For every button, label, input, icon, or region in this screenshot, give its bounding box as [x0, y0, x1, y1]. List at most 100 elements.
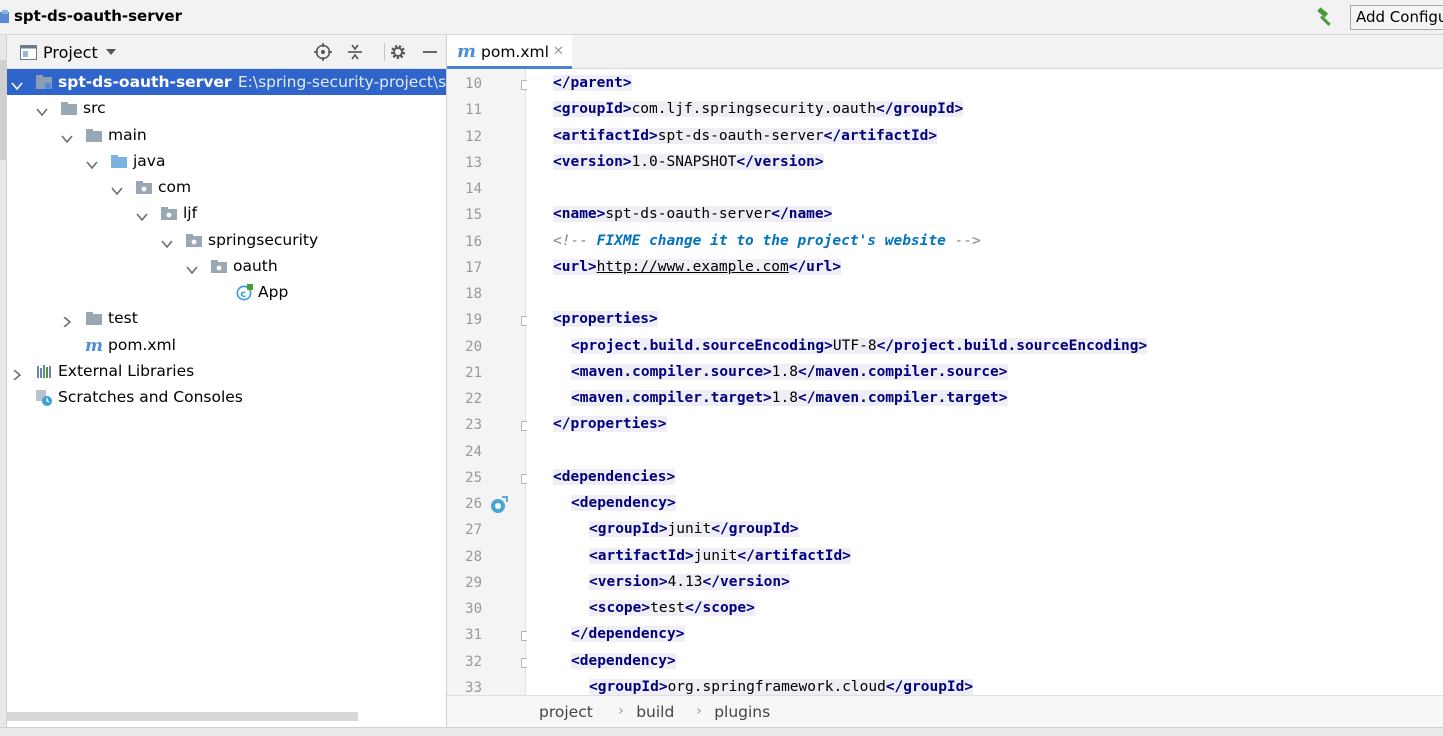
code-line: <maven.compiler.target>1.8</maven.compil…	[571, 390, 1008, 406]
code-line: <dependency>	[571, 652, 676, 669]
line-number: 12	[465, 128, 482, 145]
package-icon	[135, 179, 153, 195]
tab-pom-xml[interactable]: m pom.xml ✕	[447, 35, 572, 69]
chevron-down-icon[interactable]	[86, 156, 98, 169]
line-number: 25	[465, 469, 482, 486]
line-number: 32	[465, 653, 482, 670]
left-tool-strip	[0, 35, 7, 736]
chevron-down-icon[interactable]	[186, 261, 198, 274]
minimize-icon[interactable]	[421, 43, 439, 61]
status-bar	[0, 727, 1443, 736]
chevron-down-icon[interactable]	[61, 130, 73, 143]
code-line: <properties>	[553, 311, 658, 328]
project-panel-header: Project	[7, 35, 446, 69]
tree-item-com[interactable]: com	[7, 174, 446, 200]
locate-target-icon[interactable]	[314, 43, 332, 61]
title-bar: spt-ds-oauth-server Add Configu	[0, 0, 1443, 35]
tree-item-label: oauth	[233, 256, 278, 275]
breadcrumb-item-project[interactable]: project	[539, 703, 593, 721]
tree-item-java[interactable]: java	[7, 148, 446, 174]
code-line: <url>http://www.example.com</url>	[553, 258, 842, 275]
breadcrumb-separator-icon: ›	[618, 703, 624, 719]
breadcrumb: project›build›plugins	[447, 695, 1443, 728]
chevron-down-icon[interactable]	[11, 77, 23, 91]
window-title: spt-ds-oauth-server	[14, 7, 182, 25]
tree-item-label: springsecurity	[208, 230, 319, 249]
package-icon	[210, 258, 228, 274]
source-folder-icon	[110, 153, 128, 169]
breadcrumb-item-plugins[interactable]: plugins	[714, 703, 771, 721]
chevron-down-icon[interactable]	[36, 103, 48, 117]
collapse-all-icon[interactable]	[346, 43, 364, 61]
line-number: 15	[465, 207, 482, 224]
svg-text:m: m	[85, 337, 103, 355]
project-view-selector[interactable]: Project	[43, 43, 98, 62]
line-number: 27	[465, 522, 482, 539]
project-tool-window-tab[interactable]	[0, 60, 6, 160]
line-number: 30	[465, 601, 482, 617]
line-number: 11	[465, 102, 482, 119]
tree-item-app[interactable]: c App	[7, 279, 446, 305]
editor-tab-bar: m pom.xml ✕	[447, 35, 1443, 69]
dependency-gutter-icon[interactable]	[489, 495, 509, 515]
tree-item-test[interactable]: test	[7, 305, 446, 331]
chevron-down-icon[interactable]	[111, 182, 123, 196]
folder-icon	[85, 310, 103, 326]
folder-icon	[60, 100, 78, 116]
line-number: 23	[465, 417, 482, 434]
chevron-right-icon[interactable]	[61, 313, 73, 328]
header-separator	[384, 43, 385, 61]
tree-item-springsecurity[interactable]: springsecurity	[7, 227, 446, 253]
scratches-icon	[35, 389, 53, 406]
line-number: 24	[465, 443, 482, 460]
tree-item-label: App	[258, 283, 289, 301]
add-configuration-button[interactable]: Add Configu	[1350, 5, 1443, 30]
tree-item-scratches-and-consoles[interactable]: Scratches and Consoles	[7, 384, 446, 410]
build-hammer-icon[interactable]	[1315, 6, 1337, 28]
tree-item-label: main	[108, 125, 147, 144]
tree-item-oauth[interactable]: oauth	[7, 253, 446, 279]
code-line: </dependency>	[571, 626, 685, 643]
tree-item-label: test	[108, 309, 138, 328]
folder-icon	[85, 127, 103, 143]
line-number: 16	[465, 233, 482, 250]
chevron-right-icon[interactable]	[11, 366, 23, 381]
tree-item-label: External Libraries	[58, 361, 195, 380]
line-number: 28	[465, 548, 482, 565]
gear-icon[interactable]	[389, 43, 407, 61]
code-line: </properties>	[553, 416, 667, 433]
code-text-area[interactable]: </parent><groupId>com.ljf.springsecurity…	[527, 69, 1443, 695]
tree-item-label: ljf	[183, 204, 198, 223]
code-line: <groupId>org.springframework.cloud</grou…	[589, 678, 974, 695]
line-number: 29	[465, 574, 482, 591]
code-line: </parent>	[553, 75, 632, 91]
code-line: <groupId>junit</groupId>	[589, 521, 799, 538]
breadcrumb-item-build[interactable]: build	[636, 703, 675, 721]
close-icon[interactable]: ✕	[553, 44, 564, 59]
tree-item-label: java	[133, 151, 166, 170]
line-number: 17	[465, 259, 482, 276]
tree-item-external-libraries[interactable]: External Libraries	[7, 358, 446, 384]
horizontal-scrollbar[interactable]	[7, 712, 358, 721]
chevron-down-icon[interactable]	[105, 48, 117, 56]
line-number: 13	[465, 154, 482, 171]
module-folder-icon	[35, 74, 53, 90]
tree-item-label: com	[158, 178, 192, 196]
line-number: 20	[465, 338, 482, 355]
code-line: <maven.compiler.source>1.8</maven.compil…	[571, 363, 1008, 380]
chevron-down-icon[interactable]	[161, 235, 173, 248]
chevron-down-icon[interactable]	[136, 208, 148, 222]
tree-item-main[interactable]: main	[7, 122, 446, 148]
code-line: <artifactId>spt-ds-oauth-server</artifac…	[553, 127, 938, 144]
code-line: <project.build.sourceEncoding>UTF-8</pro…	[571, 337, 1148, 354]
line-number: 21	[465, 364, 482, 381]
tree-item-ljf[interactable]: ljf	[7, 200, 446, 226]
code-line: <name>spt-ds-oauth-server</name>	[553, 206, 833, 223]
code-line: <artifactId>junit</artifactId>	[589, 547, 851, 564]
tree-item-src[interactable]: src	[7, 95, 446, 121]
java-class-icon: c	[235, 284, 253, 301]
